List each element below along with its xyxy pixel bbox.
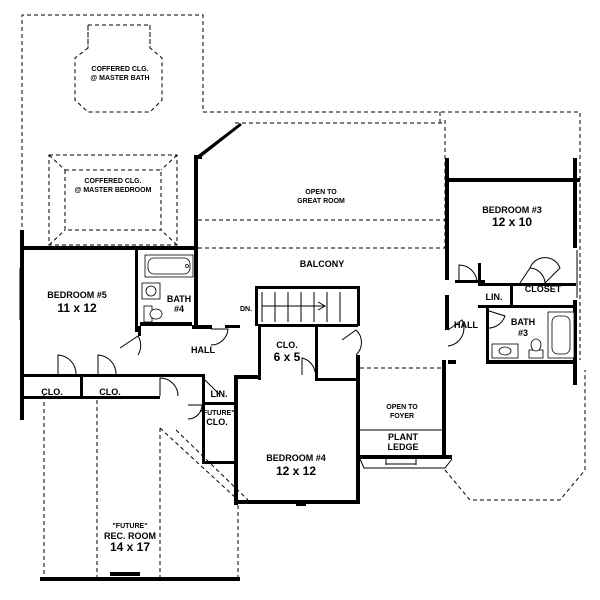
label-bedroom-5-size: 11 x 12 xyxy=(57,301,97,315)
label-future-closet-line2: CLO. xyxy=(206,417,228,427)
label-coffered-bedroom-line1: COFFERED CLG. xyxy=(84,178,141,185)
bath-3-fixtures xyxy=(491,311,575,359)
label-coffered-bedroom-line2: @ MASTER BEDROOM xyxy=(75,187,152,194)
bath-4-fixtures xyxy=(141,254,194,323)
label-closet-left-1: CLO. xyxy=(41,387,63,397)
windows xyxy=(19,250,578,469)
label-closet: CLOSET xyxy=(525,284,562,294)
label-bedroom-3-name: BEDROOM #3 xyxy=(482,205,542,215)
label-bath-4-name: BATH xyxy=(167,294,191,304)
doors xyxy=(57,257,561,420)
label-open-to-foyer-line2: FOYER xyxy=(390,413,414,420)
label-stair-down: DN. xyxy=(240,306,252,313)
label-closet-left-2: CLO. xyxy=(99,387,121,397)
label-rec-room-future: "FUTURE" xyxy=(112,523,147,530)
label-plant-ledge-line1: PLANT xyxy=(388,432,418,442)
label-open-to-great-room-line2: GREAT ROOM xyxy=(297,198,345,205)
walls xyxy=(20,123,580,581)
label-future-closet-line1: "FUTURE" xyxy=(199,410,234,417)
label-hall-right: HALL xyxy=(454,320,478,330)
label-coffered-bath-line2: @ MASTER BATH xyxy=(90,75,149,82)
label-closet-center-name: CLO. xyxy=(276,340,298,350)
label-bedroom-4-name: BEDROOM #4 xyxy=(266,453,326,463)
label-bath-3-number: #3 xyxy=(518,328,528,338)
dashed-outlines xyxy=(21,14,586,580)
label-hall-left: HALL xyxy=(191,345,215,355)
label-bedroom-3-size: 12 x 10 xyxy=(492,215,532,229)
label-closet-center-size: 6 x 5 xyxy=(274,350,301,364)
label-bath-3-name: BATH xyxy=(511,317,535,327)
label-coffered-bath-line1: COFFERED CLG. xyxy=(91,66,148,73)
label-linen-left: LIN. xyxy=(211,389,228,399)
label-bedroom-5-name: BEDROOM #5 xyxy=(47,290,107,300)
label-rec-room-name: REC. ROOM xyxy=(104,531,156,541)
room-labels: COFFERED CLG. @ MASTER BATH COFFERED CLG… xyxy=(41,66,561,554)
label-balcony: BALCONY xyxy=(300,259,345,269)
label-bedroom-4-size: 12 x 12 xyxy=(276,464,316,478)
label-plant-ledge-line2: LEDGE xyxy=(387,442,418,452)
label-rec-room-size: 14 x 17 xyxy=(110,540,150,554)
label-open-to-foyer-line1: OPEN TO xyxy=(386,404,418,411)
staircase xyxy=(261,292,341,322)
label-linen-right: LIN. xyxy=(486,292,503,302)
label-bath-4-number: #4 xyxy=(174,304,184,314)
label-open-to-great-room-line1: OPEN TO xyxy=(305,189,337,196)
